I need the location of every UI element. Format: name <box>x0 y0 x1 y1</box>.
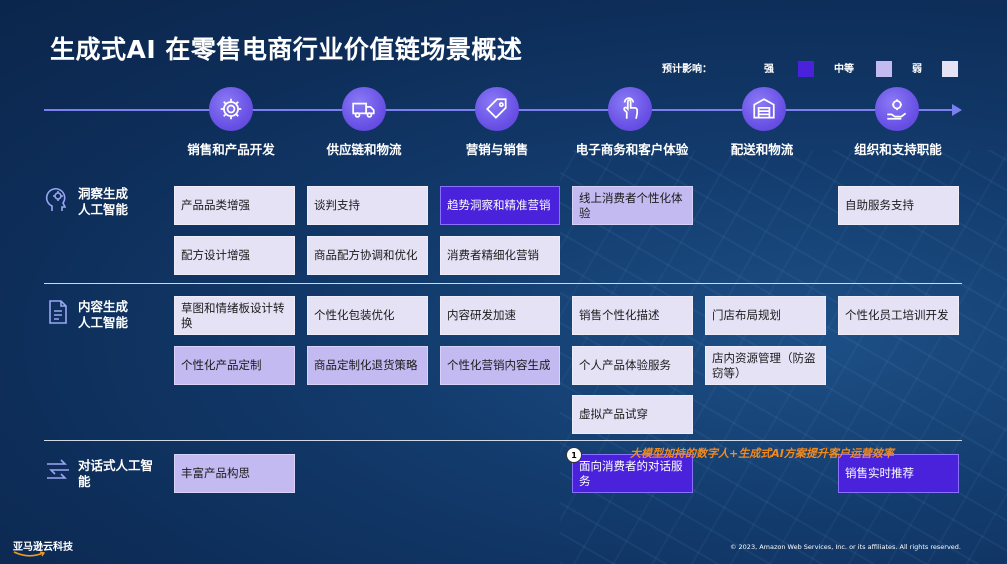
legend-label: 预计影响： <box>662 64 712 75</box>
legend-medium-swatch <box>876 61 892 77</box>
timeline-arrow-icon <box>952 104 962 116</box>
legend-weak-label: 弱 <box>912 64 922 75</box>
scenario-cell: 消费者精细化营销 <box>440 236 560 275</box>
scenario-cell: 自助服务支持 <box>838 186 959 225</box>
scenario-cell: 谈判支持 <box>307 186 428 225</box>
section-divider <box>44 440 962 441</box>
stage-label-marketing: 营销与销售 <box>465 142 529 157</box>
hand-gear-icon <box>875 87 919 131</box>
scenario-cell: 线上消费者个性化体验 <box>572 186 693 225</box>
section-divider <box>44 283 962 284</box>
section-label-conversation: 对话式人工智 能 <box>78 458 154 489</box>
scenario-cell: 店内资源管理（防盗窃等） <box>705 346 826 385</box>
scenario-cell: 个性化产品定制 <box>174 346 295 385</box>
document-icon <box>44 298 72 326</box>
gear-icon <box>209 87 253 131</box>
section-label-content: 内容生成 人工智能 <box>78 299 129 330</box>
scenario-cell: 面向消费者的对话服务 <box>572 454 693 493</box>
stage-label-support: 组织和支持职能 <box>854 142 942 157</box>
scenario-cell: 内容研发加速 <box>440 296 560 335</box>
price-tag-icon <box>475 87 519 131</box>
scenario-cell: 销售个性化描述 <box>572 296 693 335</box>
scenario-cell: 个性化包装优化 <box>307 296 428 335</box>
warehouse-icon <box>742 87 786 131</box>
page-title: 生成式AI 在零售电商行业价值链场景概述 <box>50 35 523 64</box>
scenario-cell: 草图和情绪板设计转换 <box>174 296 295 335</box>
copyright-text: © 2023, Amazon Web Services, Inc. or its… <box>729 543 961 551</box>
scenario-cell: 产品品类增强 <box>174 186 295 225</box>
stage-label-supply-chain: 供应链和物流 <box>326 142 402 157</box>
stage-label-delivery: 配送和物流 <box>730 142 794 157</box>
section-label-insight: 洞察生成 人工智能 <box>78 186 129 217</box>
scenario-cell: 商品配方协调和优化 <box>307 236 428 275</box>
legend-strong-swatch <box>798 61 814 77</box>
legend-weak-swatch <box>942 61 958 77</box>
aws-smile-icon <box>13 551 46 557</box>
scenario-cell: 门店布局规划 <box>705 296 826 335</box>
scenario-cell: 个人产品体验服务 <box>572 346 693 385</box>
legend-medium-label: 中等 <box>834 64 854 75</box>
highlight-annotation: 大模型加持的数字人+生成式AI方案提升客户运营效率 <box>630 447 894 460</box>
stage-label-product-dev: 销售和产品开发 <box>187 142 275 157</box>
head-brain-icon <box>44 185 72 213</box>
conversation-arrows-icon <box>44 456 72 484</box>
touch-hand-icon <box>608 87 652 131</box>
scenario-cell: 个性化员工培训开发 <box>838 296 959 335</box>
scenario-cell: 趋势洞察和精准营销 <box>440 186 560 225</box>
legend-strong-label: 强 <box>764 64 774 75</box>
scenario-cell: 个性化营销内容生成 <box>440 346 560 385</box>
scenario-cell: 商品定制化退货策略 <box>307 346 428 385</box>
scenario-cell: 销售实时推荐 <box>838 454 959 493</box>
delivery-truck-icon <box>342 87 386 131</box>
scenario-cell: 虚拟产品试穿 <box>572 395 693 434</box>
stage-label-ecommerce: 电子商务和客户体验 <box>575 142 689 157</box>
aws-logo: 亚马逊云科技 <box>13 542 73 553</box>
scenario-cell: 配方设计增强 <box>174 236 295 275</box>
number-badge: 1 <box>566 447 582 463</box>
scenario-cell: 丰富产品构思 <box>174 454 295 493</box>
